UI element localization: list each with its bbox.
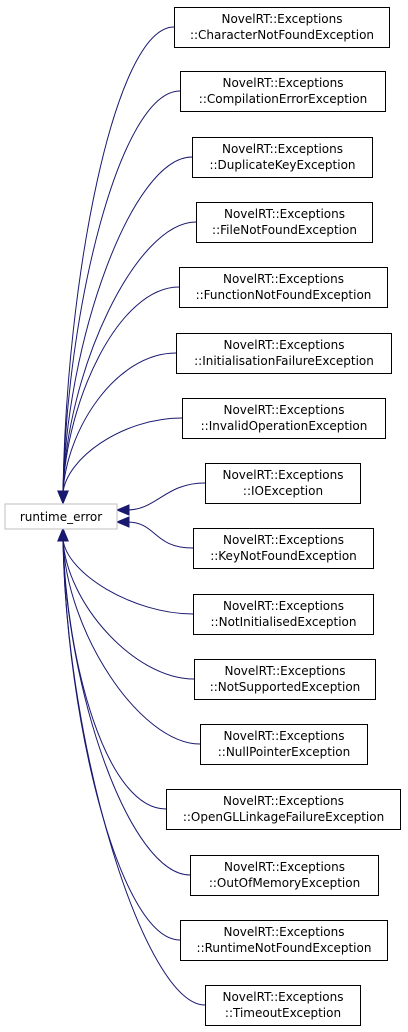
class-namespace-label: NovelRT::Exceptions: [224, 664, 345, 678]
base-class-label: runtime_error: [20, 510, 102, 524]
class-namespace-label: NovelRT::Exceptions: [223, 925, 344, 939]
class-namespace-label: NovelRT::Exceptions: [222, 468, 343, 482]
class-node-out-of-memory-exception[interactable]: NovelRT::Exceptions::OutOfMemoryExceptio…: [190, 855, 379, 896]
class-namespace-label: NovelRT::Exceptions: [221, 12, 342, 26]
inheritance-edge: [62, 538, 167, 810]
inheritance-edges: [57, 26, 206, 1006]
class-box: [192, 137, 373, 178]
inheritance-edge: [62, 538, 191, 876]
inheritance-edge: [62, 417, 183, 494]
arrowhead: [115, 516, 130, 528]
class-name-label: ::InvalidOperationException: [201, 419, 368, 433]
class-name-label: ::OutOfMemoryException: [209, 876, 360, 890]
class-node-character-not-found-exception[interactable]: NovelRT::Exceptions::CharacterNotFoundEx…: [174, 7, 390, 48]
inheritance-edge: [62, 538, 181, 941]
class-box: [176, 333, 392, 374]
class-namespace-label: NovelRT::Exceptions: [222, 76, 343, 90]
class-namespace-label: NovelRT::Exceptions: [222, 142, 343, 156]
class-name-label: ::CharacterNotFoundException: [190, 28, 374, 42]
class-name-label: ::CompilationErrorException: [199, 92, 367, 106]
class-namespace-label: NovelRT::Exceptions: [223, 599, 344, 613]
arrowhead: [115, 504, 130, 516]
class-name-label: ::KeyNotFoundException: [210, 549, 357, 563]
class-node-function-not-found-exception[interactable]: NovelRT::Exceptions::FunctionNotFoundExc…: [179, 267, 388, 308]
class-namespace-label: NovelRT::Exceptions: [224, 860, 345, 874]
class-box: [200, 724, 368, 765]
arrowhead: [57, 490, 69, 505]
class-namespace-label: NovelRT::Exceptions: [224, 207, 345, 221]
class-box: [174, 7, 390, 48]
class-namespace-label: NovelRT::Exceptions: [223, 794, 344, 808]
class-box: [196, 202, 373, 243]
class-name-label: ::DuplicateKeyException: [209, 158, 355, 172]
class-node-initialisation-failure-exception[interactable]: NovelRT::Exceptions::InitialisationFailu…: [176, 333, 392, 374]
class-box: [179, 267, 388, 308]
inheritance-edge: [62, 538, 201, 745]
class-box: [193, 594, 374, 635]
class-name-label: ::NotInitialisedException: [211, 615, 357, 629]
class-node-not-supported-exception[interactable]: NovelRT::Exceptions::NotSupportedExcepti…: [194, 659, 376, 700]
class-node-duplicate-key-exception[interactable]: NovelRT::Exceptions::DuplicateKeyExcepti…: [192, 137, 373, 178]
class-box: [180, 71, 386, 112]
inheritance-edge: [62, 156, 193, 494]
class-node-open-gl-linkage-failure-exception[interactable]: NovelRT::Exceptions::OpenGLLinkageFailur…: [166, 789, 401, 830]
class-namespace-label: NovelRT::Exceptions: [223, 533, 344, 547]
class-namespace-label: NovelRT::Exceptions: [223, 729, 344, 743]
inheritance-edge: [62, 538, 206, 1006]
class-name-label: ::RuntimeNotFoundException: [197, 941, 372, 955]
class-box: [190, 855, 379, 896]
class-box: [166, 789, 401, 830]
class-node-null-pointer-exception[interactable]: NovelRT::Exceptions::NullPointerExceptio…: [200, 724, 368, 765]
inheritance-edge: [62, 538, 195, 680]
class-namespace-label: NovelRT::Exceptions: [223, 403, 344, 417]
class-node-invalid-operation-exception[interactable]: NovelRT::Exceptions::InvalidOperationExc…: [182, 398, 386, 439]
inheritance-edge: [126, 482, 206, 511]
inheritance-edge: [62, 352, 177, 494]
inheritance-edge: [62, 26, 175, 494]
base-class-node[interactable]: runtime_error: [4, 503, 118, 530]
class-name-label: ::FileNotFoundException: [212, 223, 357, 237]
class-namespace-label: NovelRT::Exceptions: [222, 990, 343, 1004]
class-name-label: ::IOException: [243, 484, 323, 498]
inheritance-edge: [62, 538, 194, 615]
class-box: [205, 985, 361, 1026]
inheritance-edge: [62, 221, 197, 494]
class-namespace-label: NovelRT::Exceptions: [223, 338, 344, 352]
class-node-compilation-error-exception[interactable]: NovelRT::Exceptions::CompilationErrorExc…: [180, 71, 386, 112]
class-name-label: ::OpenGLLinkageFailureException: [183, 810, 384, 824]
class-box: [194, 659, 376, 700]
class-node-timeout-exception[interactable]: NovelRT::Exceptions::TimeoutException: [205, 985, 361, 1026]
class-node-runtime-not-found-exception[interactable]: NovelRT::Exceptions::RuntimeNotFoundExce…: [180, 920, 388, 961]
arrowhead: [57, 527, 69, 542]
class-name-label: ::NotSupportedException: [210, 680, 361, 694]
inheritance-edge: [62, 90, 181, 494]
class-name-label: ::TimeoutException: [225, 1006, 341, 1020]
base-class-box: [4, 503, 118, 530]
class-node-not-initialised-exception[interactable]: NovelRT::Exceptions::NotInitialisedExcep…: [193, 594, 374, 635]
inheritance-edge: [62, 286, 180, 494]
class-box: [182, 398, 386, 439]
inheritance-edge: [126, 521, 194, 549]
class-node-key-not-found-exception[interactable]: NovelRT::Exceptions::KeyNotFoundExceptio…: [193, 528, 374, 569]
class-node-file-not-found-exception[interactable]: NovelRT::Exceptions::FileNotFoundExcepti…: [196, 202, 373, 243]
class-namespace-label: NovelRT::Exceptions: [223, 272, 344, 286]
class-box: [205, 463, 361, 504]
class-name-label: ::FunctionNotFoundException: [196, 288, 372, 302]
class-node-io-exception[interactable]: NovelRT::Exceptions::IOException: [205, 463, 361, 504]
class-box: [180, 920, 388, 961]
class-name-label: ::NullPointerException: [218, 745, 351, 759]
class-box: [193, 528, 374, 569]
derived-class-nodes: NovelRT::Exceptions::CharacterNotFoundEx…: [166, 7, 401, 1026]
class-name-label: ::InitialisationFailureException: [194, 354, 374, 368]
